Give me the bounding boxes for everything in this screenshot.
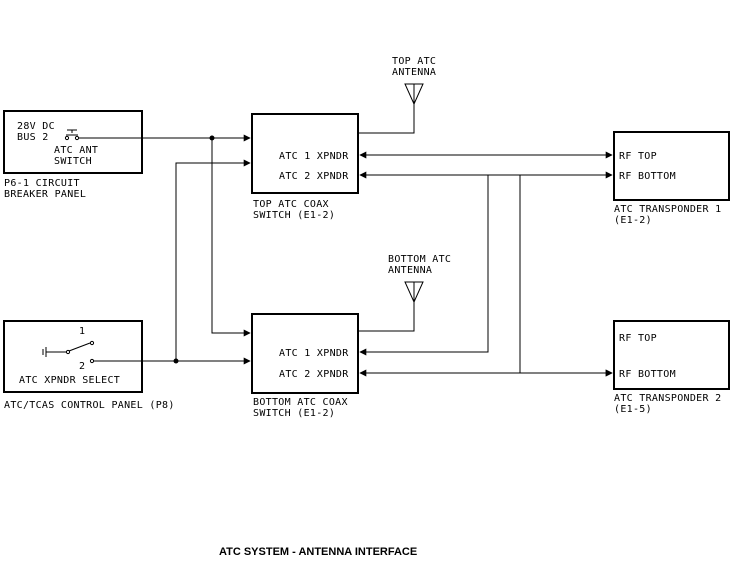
transponder-1-caption-line1: ATC TRANSPONDER 1	[614, 204, 721, 215]
transponder-1-box	[613, 131, 730, 201]
transponder-1-port-rf-bottom: RF BOTTOM	[619, 171, 676, 182]
ant-switch-icon	[64, 129, 80, 141]
top-antenna-label-line2: ANTENNA	[392, 67, 436, 78]
transponder-1-port-rf-top: RF TOP	[619, 151, 657, 162]
top-antenna-feed-wire	[358, 104, 415, 134]
top-antenna-icon	[404, 83, 424, 106]
junction-dot	[209, 135, 215, 141]
top-coax-switch-box	[251, 113, 359, 194]
transponder-2-port-rf-bottom: RF BOTTOM	[619, 369, 676, 380]
top-coax-switch-caption-line2: SWITCH (E1-2)	[253, 210, 335, 221]
top-antenna: TOP ATC ANTENNA	[392, 56, 436, 106]
top-antenna-label-line1: TOP ATC	[392, 56, 436, 67]
transponder-2: RF TOP RF BOTTOM ATC TRANSPONDER 2 (E1-5…	[613, 320, 730, 415]
bottom-antenna-label-line1: BOTTOM ATC	[388, 254, 451, 265]
transponder-2-caption-line2: (E1-5)	[614, 404, 652, 415]
xpndr-select-switch-icon	[42, 340, 95, 364]
ant-switch-label-line1: ATC ANT	[54, 145, 98, 156]
wiring	[79, 104, 613, 377]
bottom-switch-port-atc1: ATC 1 XPNDR	[279, 348, 349, 359]
bottom-coax-switch: ATC 1 XPNDR ATC 2 XPNDR BOTTOM ATC COAX …	[251, 313, 359, 419]
breaker-bus-line2: BUS 2	[17, 132, 49, 143]
transponder-1-caption-line2: (E1-2)	[614, 215, 652, 226]
bottom-antenna-label-line2: ANTENNA	[388, 265, 432, 276]
bottom-antenna-feed-wire	[358, 302, 415, 332]
bottom-coax-switch-box	[251, 313, 359, 394]
breaker-to-bottom-switch-wire	[211, 138, 251, 337]
control-panel-caption: ATC/TCAS CONTROL PANEL (P8)	[4, 400, 175, 411]
bottom-switch-to-xpndr1-rf-bottom-coax	[359, 171, 613, 356]
control-panel: 1 2 ATC XPNDR SELECT ATC/TCAS CONTROL PA…	[3, 320, 175, 411]
top-coax-switch-caption-line1: TOP ATC COAX	[253, 199, 329, 210]
transponder-2-port-rf-top: RF TOP	[619, 333, 657, 344]
bottom-antenna-icon	[404, 281, 424, 304]
junction-dot	[173, 358, 179, 364]
bottom-switch-port-atc2: ATC 2 XPNDR	[279, 369, 349, 380]
top-switch-port-atc1: ATC 1 XPNDR	[279, 151, 349, 162]
selector-position-1: 1	[79, 326, 85, 337]
breaker-panel: 28V DC BUS 2 ATC ANT SWITCH P6-1 CIRCUIT…	[3, 110, 143, 200]
bottom-antenna: BOTTOM ATC ANTENNA	[388, 254, 451, 304]
top-switch-port-atc2: ATC 2 XPNDR	[279, 171, 349, 182]
transponder-2-caption-line1: ATC TRANSPONDER 2	[614, 393, 721, 404]
breaker-panel-box	[3, 110, 143, 174]
selector-position-2: 2	[79, 361, 85, 372]
transponder-1: RF TOP RF BOTTOM ATC TRANSPONDER 1 (E1-2…	[613, 131, 730, 226]
figure-title: ATC SYSTEM - ANTENNA INTERFACE	[219, 546, 417, 558]
bottom-coax-switch-caption-line1: BOTTOM ATC COAX	[253, 397, 348, 408]
transponder-2-box	[613, 320, 730, 390]
breaker-bus-line1: 28V DC	[17, 121, 55, 132]
bottom-coax-switch-caption-line2: SWITCH (E1-2)	[253, 408, 335, 419]
selector-to-top-switch-wire	[175, 159, 251, 361]
control-panel-label: ATC XPNDR SELECT	[19, 375, 120, 386]
breaker-panel-caption-line1: P6-1 CIRCUIT	[4, 178, 80, 189]
control-panel-box	[3, 320, 143, 393]
breaker-panel-caption-line2: BREAKER PANEL	[4, 189, 86, 200]
top-coax-switch: ATC 1 XPNDR ATC 2 XPNDR TOP ATC COAX SWI…	[251, 113, 359, 221]
ant-switch-label-line2: SWITCH	[54, 156, 92, 167]
